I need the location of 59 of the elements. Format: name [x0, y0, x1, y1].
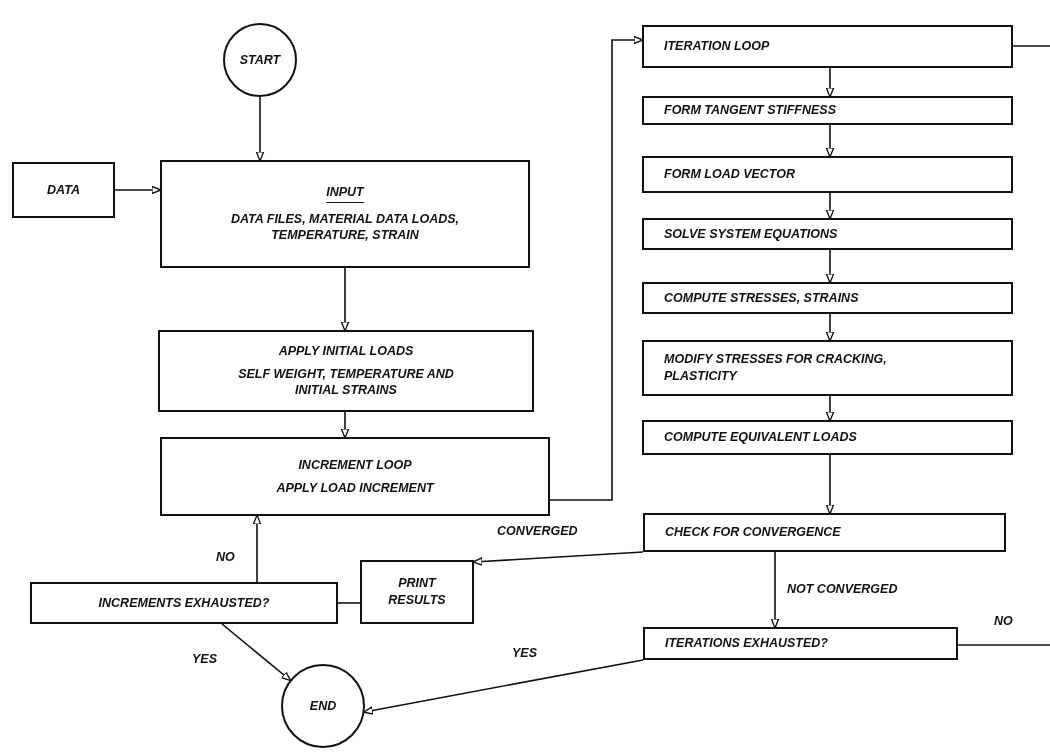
arrow: [252, 514, 262, 583]
box-text: COMPUTE EQUIVALENT LOADS: [664, 429, 857, 446]
arrow: [825, 313, 835, 342]
arrow: [825, 454, 835, 515]
process-box: [360, 560, 474, 624]
box-heading: INPUT: [326, 183, 364, 201]
arrow: [221, 623, 292, 682]
process-box: [642, 340, 1013, 396]
connector-line: [957, 644, 1050, 646]
process-box: [12, 162, 115, 218]
arrow: [472, 551, 644, 566]
process-box: [30, 582, 338, 624]
process-box: [642, 218, 1013, 250]
arrow: [770, 551, 780, 629]
box-text: APPLY LOAD INCREMENT: [276, 479, 434, 497]
box-text: PRINT RESULTS: [387, 575, 447, 609]
arrow: [825, 395, 835, 422]
box-text: FORM TANGENT STIFFNESS: [664, 102, 836, 119]
arrow: [825, 67, 835, 98]
box-text: END: [309, 697, 337, 715]
box-text: ITERATION LOOP: [664, 38, 770, 55]
box-text: ITERATIONS EXHAUSTED?: [665, 635, 828, 652]
box-text: START: [239, 51, 281, 69]
edge-label: NO: [992, 614, 1015, 628]
connector-line: [1012, 45, 1050, 47]
arrow: [549, 35, 644, 501]
arrow: [114, 185, 162, 195]
process-box: [642, 420, 1013, 455]
edge-label: CONVERGED: [495, 524, 580, 538]
box-text: SOLVE SYSTEM EQUATIONS: [664, 225, 838, 243]
process-box: [160, 437, 550, 516]
arrow: [825, 192, 835, 220]
edge-label: YES: [190, 652, 219, 666]
edge-label: YES: [510, 646, 539, 660]
process-box: [642, 282, 1013, 314]
box-text: FORM LOAD VECTOR: [664, 166, 796, 183]
box-text: DATA: [47, 181, 80, 199]
box-text: CHECK FOR CONVERGENCE: [665, 524, 841, 541]
box-text: INCREMENTS EXHAUSTED?: [98, 594, 270, 612]
process-box: [643, 627, 958, 660]
arrow: [363, 659, 644, 715]
arrow: [340, 411, 350, 439]
box-heading: APPLY INITIAL LOADS: [278, 342, 414, 360]
edge-label: NOT CONVERGED: [785, 582, 900, 596]
box-heading: INCREMENT LOOP: [298, 456, 412, 474]
process-box: [642, 96, 1013, 125]
process-box: [642, 156, 1013, 193]
box-text: SELF WEIGHT, TEMPERATURE AND INITIAL STRAINS: [237, 365, 455, 400]
process-box: [642, 25, 1013, 68]
arrow: [825, 249, 835, 284]
box-text: COMPUTE STRESSES, STRAINS: [664, 289, 859, 307]
connector-line: [337, 602, 361, 604]
edge-label: NO: [214, 550, 237, 564]
arrow: [340, 267, 350, 332]
process-box: [643, 513, 1006, 552]
process-box: [158, 330, 534, 412]
box-text: MODIFY STRESSES FOR CRACKING, PLASTICITY: [664, 351, 888, 385]
arrow: [825, 124, 835, 158]
arrow: [255, 96, 265, 162]
